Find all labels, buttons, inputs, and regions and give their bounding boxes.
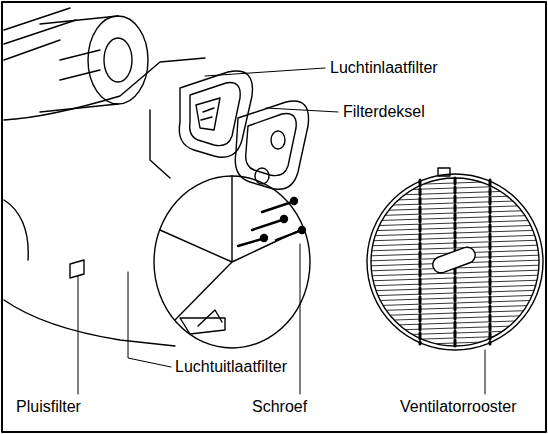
part-label: Pluisfilter [14,398,83,416]
ventilator-grille [365,168,545,350]
part-label: Filterdeksel [341,103,427,121]
part-label: Luchtinlaatfilter [328,59,440,77]
part-label: Luchtuitlaatfilter [173,358,289,376]
inlet-filter [179,71,252,157]
part-label: Schroef [250,398,309,416]
filter-cover [235,101,308,189]
leader-lines [78,68,485,394]
lint-filter [70,260,84,278]
screws [238,198,305,246]
housing [4,58,310,348]
part-label: Ventilatorrooster [398,398,519,416]
motor [4,8,148,112]
